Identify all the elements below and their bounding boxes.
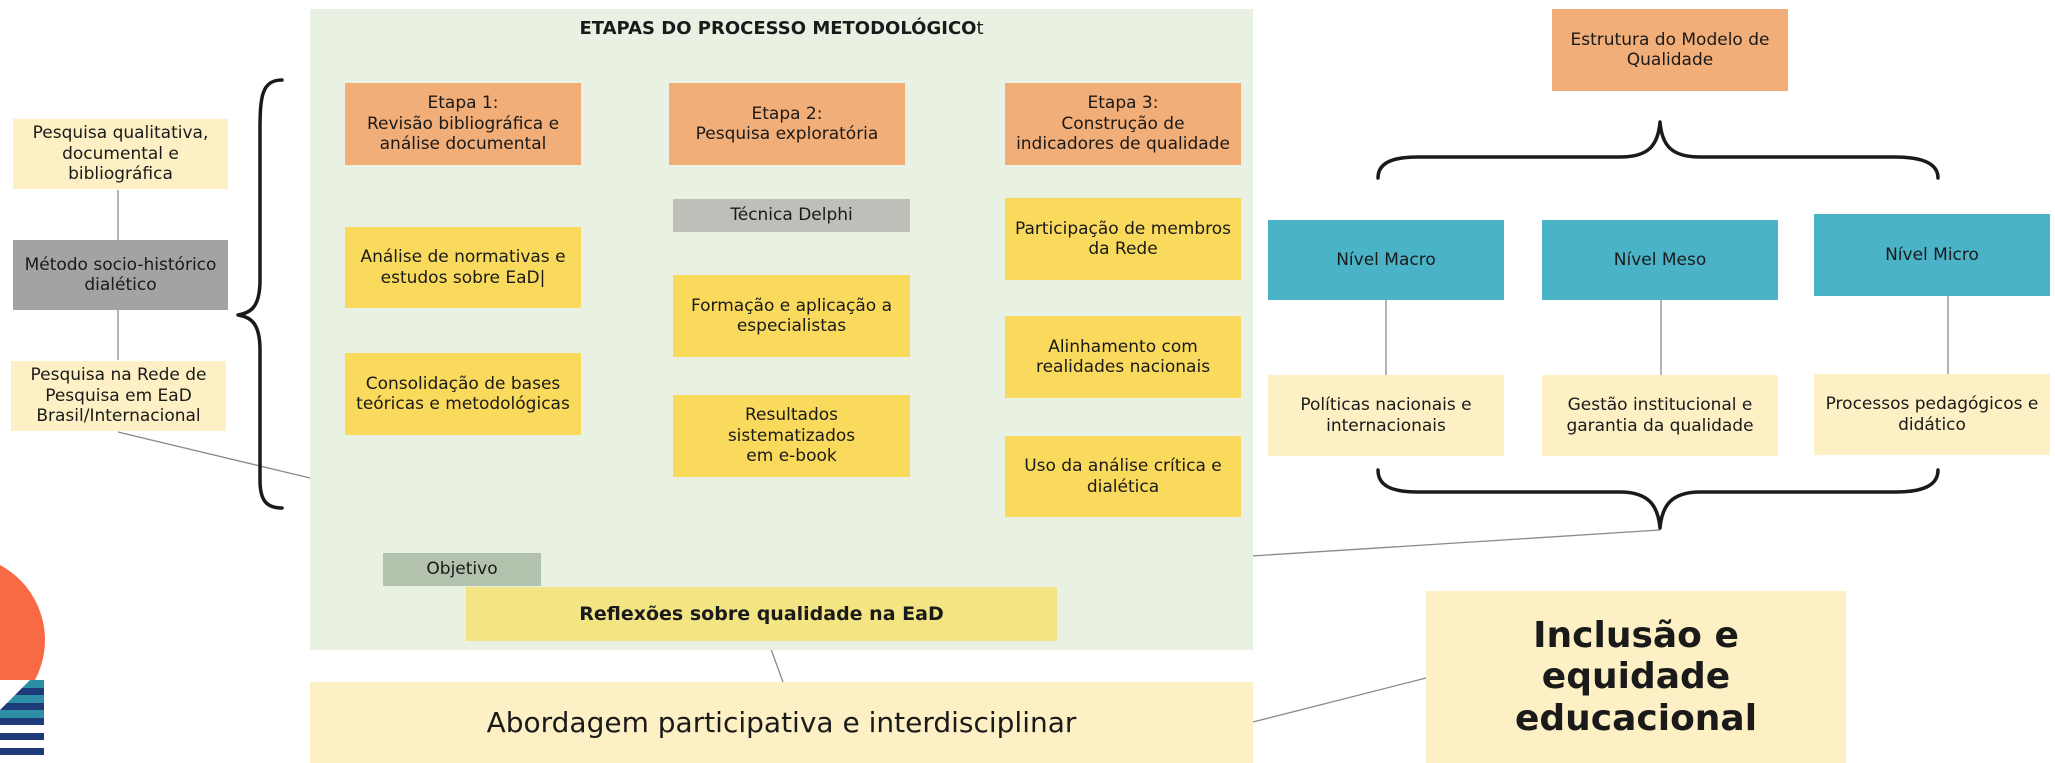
nivel-meso-text: Nível Meso bbox=[1613, 249, 1707, 270]
tecnica-delphi-box: Técnica Delphi bbox=[673, 199, 910, 232]
nivel-micro-box: Nível Micro bbox=[1814, 214, 2050, 296]
nivel-macro-box: Nível Macro bbox=[1268, 220, 1504, 300]
decorative-logo-graphic bbox=[0, 565, 45, 755]
braces bbox=[236, 78, 1940, 530]
etapa2-formacao-text: Formação e aplicação a especialistas bbox=[690, 295, 893, 336]
inclusao-text: Inclusão e equidade educacional bbox=[1514, 614, 1758, 739]
etapa3-participacao-box: Participação de membros da Rede bbox=[1005, 198, 1241, 280]
macro-desc-text: Políticas nacionais e internacionais bbox=[1300, 395, 1472, 436]
etapa1-text: Etapa 1: Revisão bibliográfica e análise… bbox=[366, 93, 560, 155]
connector-abordagem-inclusao bbox=[1252, 677, 1427, 723]
tecnica-delphi-text: Técnica Delphi bbox=[730, 205, 853, 226]
etapa2-resultados-text: Resultados sistematizados em e-book bbox=[727, 405, 856, 467]
pesquisa-rede-text: Pesquisa na Rede de Pesquisa em EaD Bras… bbox=[30, 365, 207, 427]
etapa1-consolidacao-text: Consolidação de bases teóricas e metodol… bbox=[356, 373, 570, 414]
modelo-title-box: Estrutura do Modelo de Qualidade bbox=[1552, 9, 1788, 91]
top-brace bbox=[1376, 120, 1940, 180]
nivel-meso-box: Nível Meso bbox=[1542, 220, 1778, 300]
etapa1-analise-box: Análise de normativas e estudos sobre Ea… bbox=[345, 227, 581, 308]
etapa3-analise-box: Uso da análise crítica e dialética bbox=[1005, 436, 1241, 517]
metodo-socio-historico-text: Método socio-histórico dialético bbox=[24, 254, 217, 295]
inclusao-box: Inclusão e equidade educacional bbox=[1426, 591, 1846, 763]
etapa3-box: Etapa 3: Construção de indicadores de qu… bbox=[1005, 83, 1241, 165]
abordagem-text: Abordagem participativa e interdisciplin… bbox=[486, 705, 1077, 739]
bottom-brace bbox=[1376, 468, 1940, 530]
micro-desc-text: Processos pedagógicos e didático bbox=[1825, 394, 2039, 435]
deco-orange-circle bbox=[0, 565, 45, 715]
panel-title-text: ETAPAS DO PROCESSO METODOLÓGICO bbox=[579, 18, 977, 39]
macro-desc-box: Políticas nacionais e internacionais bbox=[1268, 375, 1504, 456]
etapa2-box: Etapa 2: Pesquisa exploratória bbox=[669, 83, 905, 165]
etapa1-consolidacao-box: Consolidação de bases teóricas e metodol… bbox=[345, 353, 581, 435]
pesquisa-qualitativa-text: Pesquisa qualitativa, documental e bibli… bbox=[32, 123, 209, 185]
etapa3-participacao-text: Participação de membros da Rede bbox=[1014, 218, 1232, 259]
pesquisa-qualitativa-box: Pesquisa qualitativa, documental e bibli… bbox=[13, 119, 228, 189]
etapa1-analise-text: Análise de normativas e estudos sobre Ea… bbox=[360, 247, 566, 288]
micro-desc-box: Processos pedagógicos e didático bbox=[1814, 374, 2050, 455]
metodo-socio-historico-box: Método socio-histórico dialético bbox=[13, 240, 228, 310]
modelo-title-text: Estrutura do Modelo de Qualidade bbox=[1570, 29, 1770, 70]
etapa2-text: Etapa 2: Pesquisa exploratória bbox=[695, 103, 879, 144]
meso-desc-box: Gestão institucional e garantia da quali… bbox=[1542, 375, 1778, 456]
nivel-micro-text: Nível Micro bbox=[1885, 244, 1979, 265]
panel-title: ETAPAS DO PROCESSO METODOLÓGICOt bbox=[310, 18, 1253, 40]
etapa3-alinhamento-box: Alinhamento com realidades nacionais bbox=[1005, 316, 1241, 398]
meso-desc-text: Gestão institucional e garantia da quali… bbox=[1566, 395, 1754, 436]
pesquisa-rede-box: Pesquisa na Rede de Pesquisa em EaD Bras… bbox=[11, 361, 226, 431]
abordagem-box: Abordagem participativa e interdisciplin… bbox=[310, 682, 1253, 763]
panel-title-suffix: t bbox=[976, 18, 984, 39]
reflexoes-box: Reflexões sobre qualidade na EaD bbox=[466, 587, 1057, 641]
nivel-macro-text: Nível Macro bbox=[1336, 249, 1436, 270]
objetivo-label: Objetivo bbox=[383, 553, 541, 586]
etapa3-alinhamento-text: Alinhamento com realidades nacionais bbox=[1035, 336, 1211, 377]
objetivo-text: Objetivo bbox=[426, 559, 498, 580]
reflexoes-text: Reflexões sobre qualidade na EaD bbox=[579, 602, 944, 625]
etapa2-formacao-box: Formação e aplicação a especialistas bbox=[673, 275, 910, 357]
deco-white-wedge bbox=[0, 680, 30, 710]
etapa3-analise-text: Uso da análise crítica e dialética bbox=[1024, 456, 1222, 497]
deco-navy-stripes bbox=[0, 688, 44, 755]
etapa1-box: Etapa 1: Revisão bibliográfica e análise… bbox=[345, 83, 581, 165]
left-brace bbox=[236, 78, 284, 510]
etapa2-resultados-box: Resultados sistematizados em e-book bbox=[673, 395, 910, 477]
etapa3-text: Etapa 3: Construção de indicadores de qu… bbox=[1016, 93, 1230, 155]
